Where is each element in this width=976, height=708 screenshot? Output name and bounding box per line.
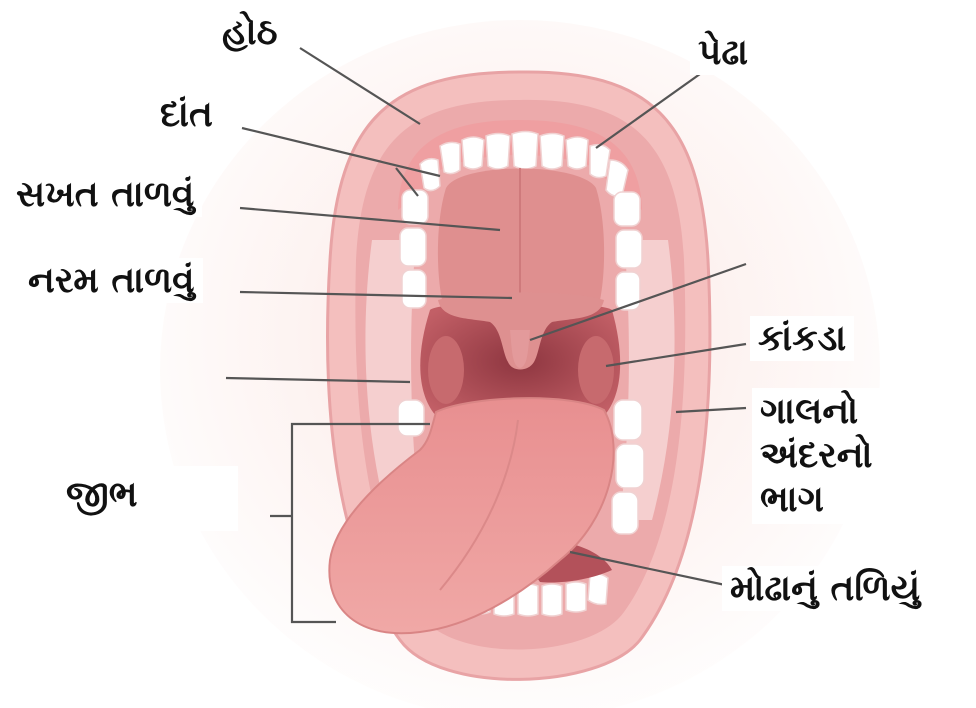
label-hard-palate: સખત તાળવું: [8, 172, 202, 217]
label-mouth-floor: મોઢાનું તળિયું: [722, 566, 928, 611]
label-gums: પેઢા: [690, 30, 756, 75]
label-tongue: જીભ: [50, 466, 238, 531]
label-soft-palate: નરમ તાળવું: [20, 258, 203, 303]
label-teeth: દાંત: [152, 92, 221, 137]
tonsil-right: [578, 336, 614, 404]
tonsil-left: [428, 336, 464, 404]
label-lips: હોઠ: [214, 10, 286, 55]
label-tonsils: કાંકડા: [750, 316, 854, 361]
label-inner-cheek: ગાલનો અંદરનો ભાગ: [752, 388, 881, 524]
